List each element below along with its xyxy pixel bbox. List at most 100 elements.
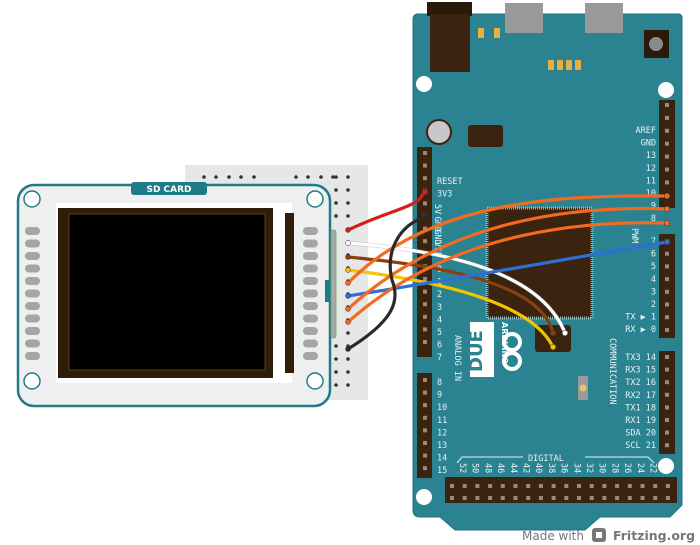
mount-hole	[658, 458, 674, 474]
header-pin	[423, 327, 427, 332]
header-pin	[665, 154, 669, 159]
header-pin	[640, 496, 645, 500]
pwm-pin-label: 5	[651, 262, 656, 272]
digital-pin-label: 46	[495, 463, 505, 473]
header-pin	[513, 496, 518, 500]
sd-card-tab	[131, 182, 207, 195]
breadboard-hole	[202, 175, 206, 179]
header-pin	[462, 484, 467, 488]
communication-title: COMMUNICATION	[607, 338, 617, 405]
header-pin	[665, 405, 669, 410]
header-pin	[615, 484, 620, 488]
header-pin	[615, 496, 620, 500]
digital-pin-label: 32	[584, 463, 594, 473]
header-pin	[640, 484, 645, 488]
digital-pin-label: 28	[609, 463, 619, 473]
wire-end	[345, 254, 351, 260]
pwm-pin-label: 6	[651, 250, 656, 260]
tft-pad	[25, 339, 40, 348]
wire-end	[345, 280, 351, 286]
header-pin	[564, 496, 569, 500]
header-pin	[589, 484, 594, 488]
pwm-pin-label: 2	[651, 300, 656, 310]
header-pin	[450, 496, 454, 500]
tft-pad	[25, 302, 40, 310]
header-pin	[564, 484, 569, 488]
header-pin	[526, 484, 531, 488]
header-pin	[627, 496, 632, 500]
header-pin	[538, 496, 543, 500]
pwm-pin-label: AREF	[636, 126, 656, 136]
breadboard-hole	[346, 383, 350, 387]
pwm-pin-label: 13	[646, 151, 656, 161]
header-pin	[665, 443, 669, 448]
header-pin	[665, 302, 669, 307]
breadboard-hole	[294, 175, 298, 179]
header-pin	[665, 355, 669, 359]
header-pin	[665, 180, 669, 185]
breadboard-hole	[334, 175, 338, 179]
digital-title: DIGITAL	[528, 454, 564, 464]
wires	[345, 188, 671, 352]
sd-card-label: SD CARD	[146, 185, 191, 195]
header-pin	[423, 453, 427, 458]
wire-end	[345, 346, 351, 352]
header-pin	[538, 484, 543, 488]
header-pin	[665, 115, 669, 120]
breadboard-hole	[334, 357, 338, 361]
pwm-pin-label: 4	[651, 275, 656, 285]
header-pin	[475, 484, 480, 488]
digital-pin-label: 22	[648, 463, 658, 473]
wire-end	[345, 293, 351, 299]
mount-hole	[416, 489, 432, 505]
comm-pin-label: RX2 17	[625, 391, 656, 401]
comm-pin-label: TX3 14	[625, 353, 656, 363]
digital-header	[445, 477, 677, 503]
digital-pin-label: 38	[546, 463, 556, 473]
wire-end	[663, 219, 671, 227]
comm-pin-label: TX1 18	[625, 403, 656, 413]
black-wire	[346, 215, 427, 351]
tft-pad	[25, 239, 40, 248]
header-pin	[665, 484, 670, 488]
header-pin	[423, 390, 427, 395]
header-pin	[665, 380, 669, 385]
wire-end	[663, 238, 671, 246]
pwm-pin-label: 3	[651, 287, 656, 297]
header-pin	[423, 340, 427, 344]
header-pin	[627, 484, 632, 488]
wire-end	[345, 240, 351, 246]
pwm-pin-label: 10	[646, 189, 656, 199]
header-pin	[423, 378, 427, 382]
arduino-logo	[502, 332, 522, 352]
power-jack	[427, 2, 472, 16]
arduino-due-board: DUE ARDUINO RESET3V35VGNDGNDVIN012345678…	[412, 2, 683, 531]
header-pin	[602, 496, 607, 500]
communication-header	[659, 351, 675, 454]
pwm-header-1	[659, 100, 675, 208]
fritzing-credit: Made with Fritzing.org	[522, 528, 695, 543]
analog-pin-label: 12	[437, 428, 447, 438]
header-pin	[653, 496, 658, 500]
pwm-pin-label: GND	[641, 139, 656, 149]
header-pin	[462, 496, 467, 500]
header-pin	[665, 141, 669, 146]
tft-pad	[303, 327, 318, 335]
board-model: DUE	[466, 330, 487, 372]
tft-header-pins	[330, 229, 337, 339]
power-pin-label: 3V3	[437, 190, 452, 200]
comm-pin-label: SCL 21	[625, 441, 656, 451]
tft-pad	[25, 352, 40, 360]
mount-hole	[23, 190, 41, 208]
analog-pin-label: 11	[437, 416, 447, 426]
wire-end	[345, 267, 351, 273]
tft-pad	[303, 314, 318, 323]
header-pin	[665, 251, 669, 256]
wire-end	[345, 319, 351, 325]
breadboard-hole	[331, 175, 335, 179]
wire-end	[345, 227, 351, 233]
digital-pin-label: 50	[470, 463, 480, 473]
breadboard-hole	[346, 201, 350, 205]
analog-pin-label: 9	[437, 391, 442, 401]
